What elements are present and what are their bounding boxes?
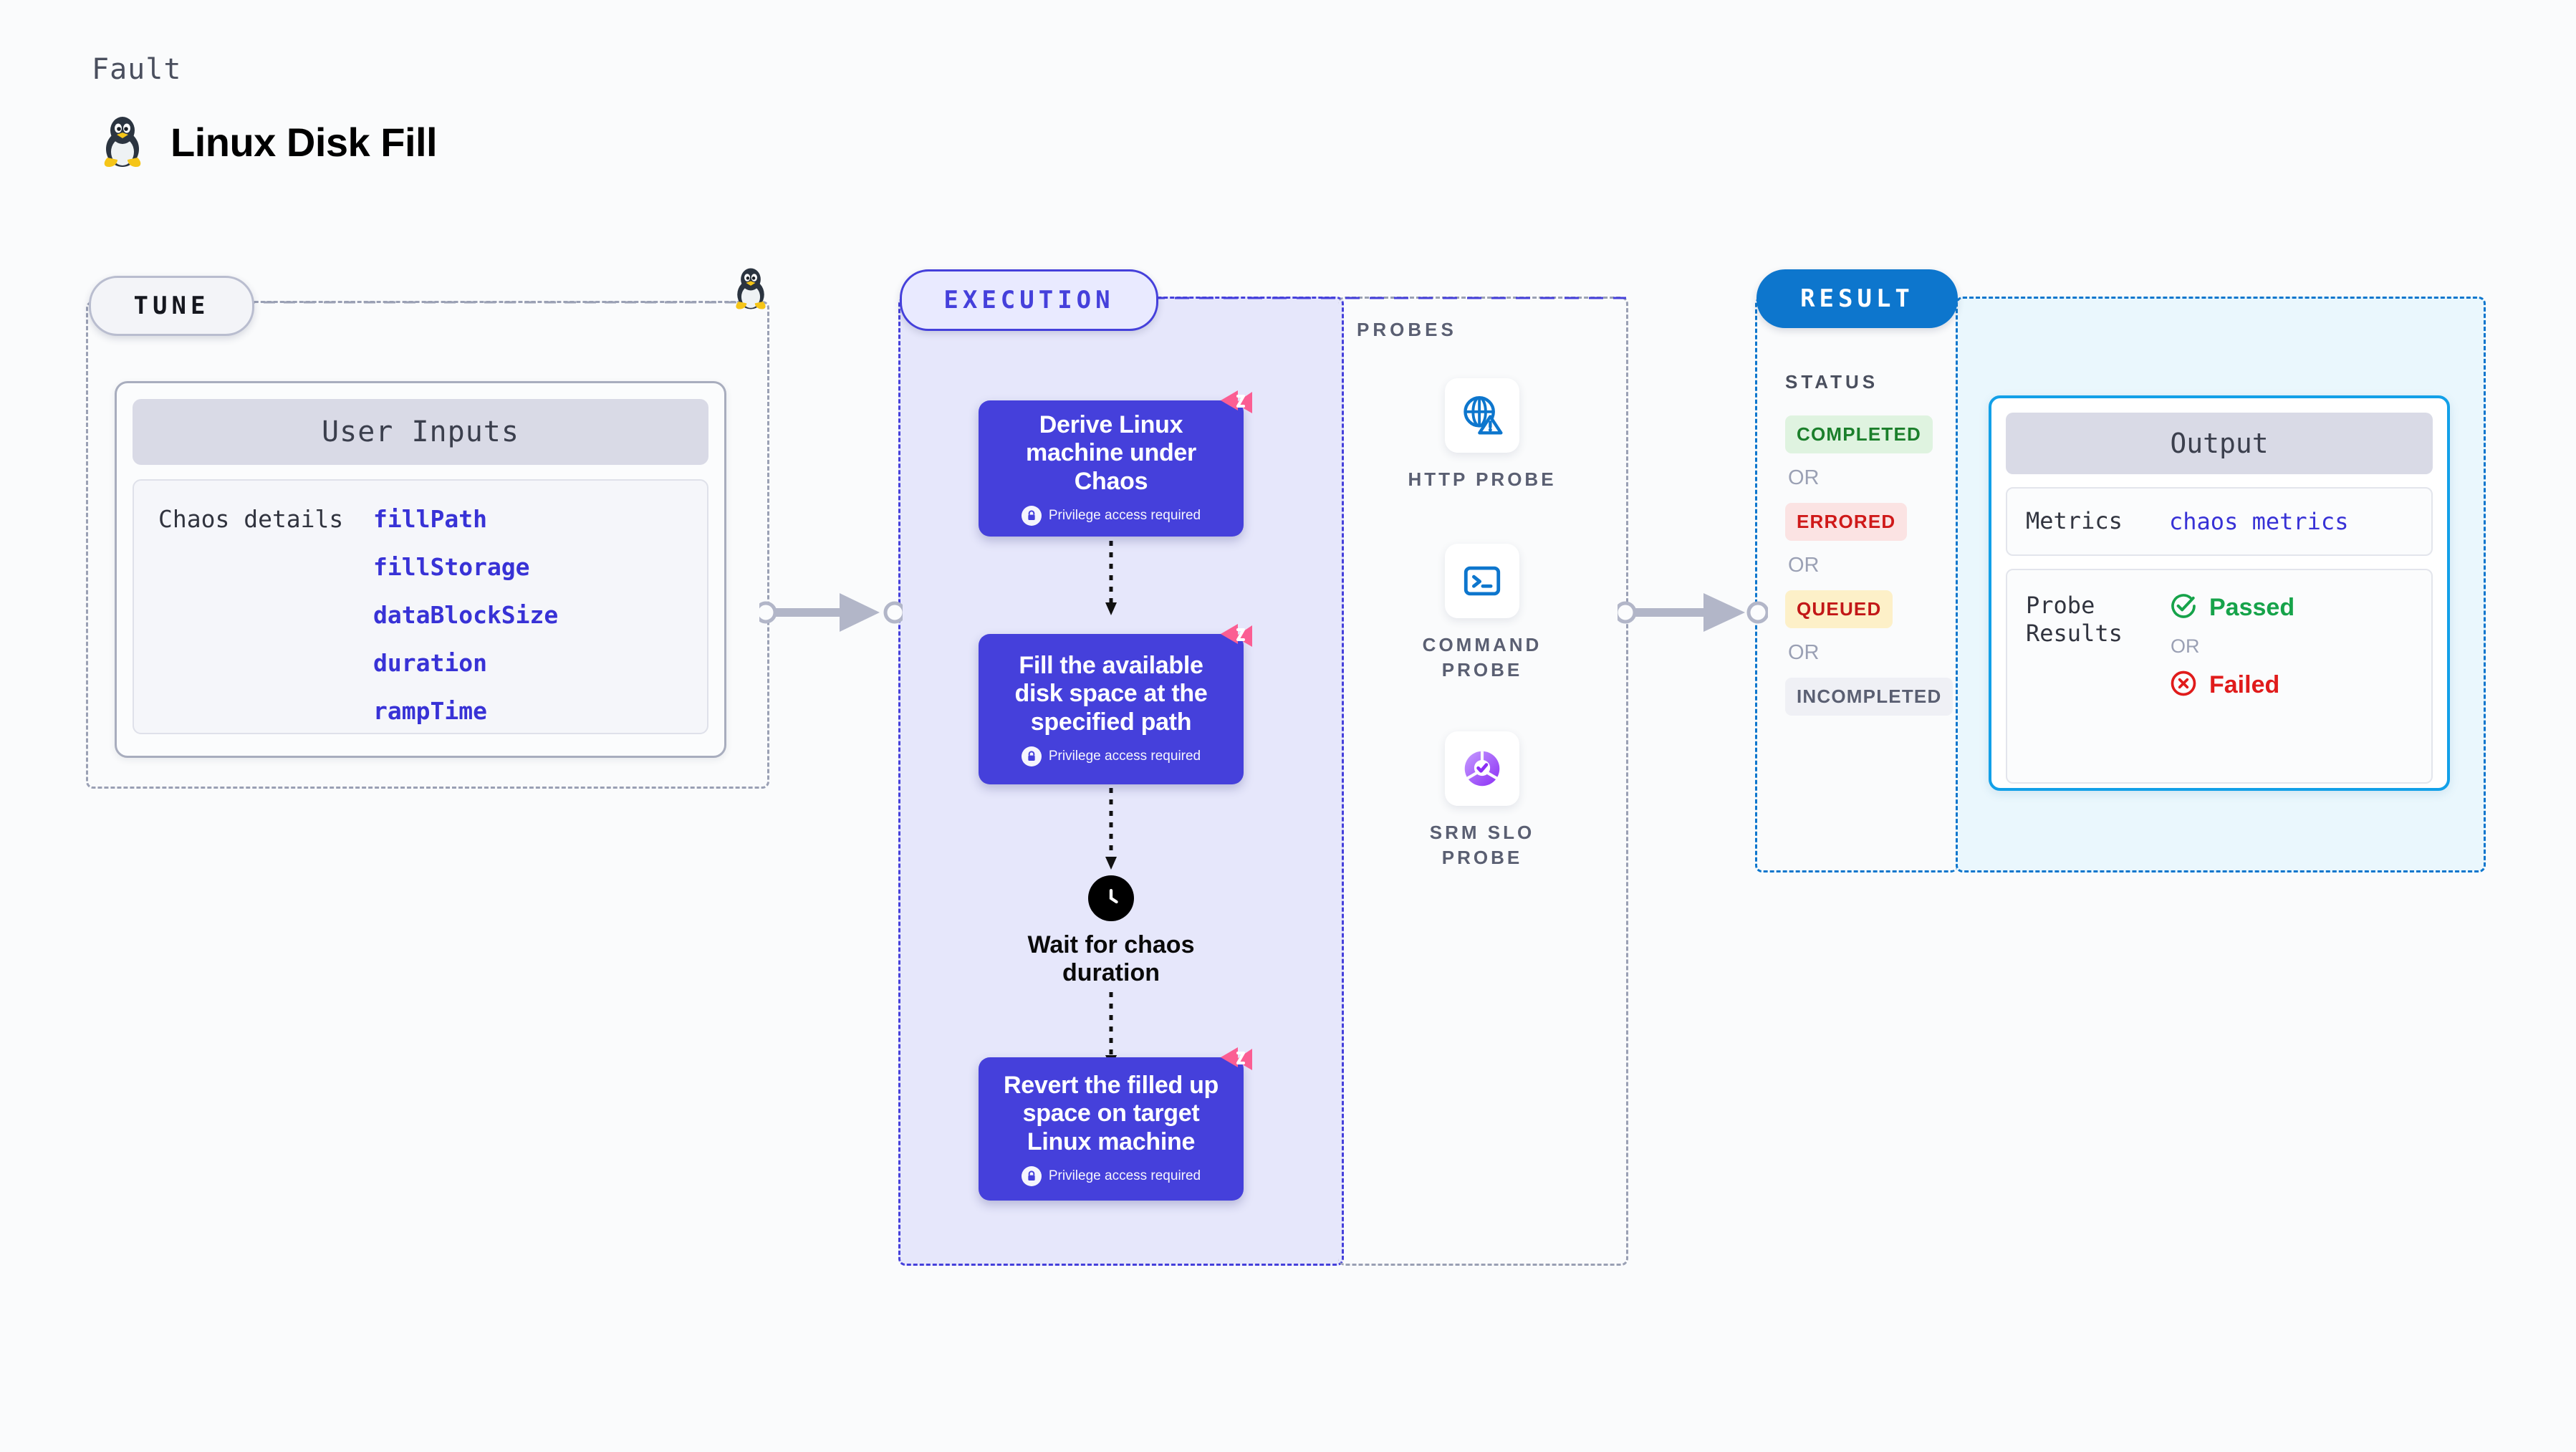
execution-node-title: Fill the available disk space at the spe… — [1014, 651, 1208, 736]
chaos-details-label: Chaos details — [158, 505, 344, 533]
fault-kicker: Fault — [92, 53, 182, 86]
output-row-metrics: Metrics chaos metrics — [2006, 487, 2433, 556]
x-circle-icon — [2169, 669, 2198, 701]
output-card: Output Metrics chaos metrics Probe Resul… — [1989, 395, 2450, 791]
input-fillpath[interactable]: fillPath — [373, 505, 487, 533]
user-inputs-header: User Inputs — [133, 399, 708, 465]
user-inputs-body: Chaos details fillPath fillStorage dataB… — [133, 479, 708, 734]
result-section-badge[interactable]: RESULT — [1756, 269, 1958, 328]
metrics-value-link[interactable]: chaos metrics — [2169, 508, 2349, 535]
metrics-label: Metrics — [2026, 507, 2123, 535]
probe-http-label: HTTP PROBE — [1408, 468, 1557, 490]
probe-result-failed: Failed — [2169, 669, 2294, 701]
input-fillstorage[interactable]: fillStorage — [373, 553, 530, 581]
flow-arrow-2 — [1105, 788, 1117, 870]
status-or-3: OR — [1788, 641, 1820, 664]
execution-node-fill[interactable]: Fill the available disk space at the spe… — [979, 624, 1252, 784]
status-badge-incompleted: INCOMPLETED — [1785, 678, 1953, 716]
execution-section-badge[interactable]: EXECUTION — [900, 269, 1158, 331]
connector-tune-to-execution — [759, 593, 903, 632]
privilege-note-label: Privilege access required — [1048, 1168, 1201, 1184]
output-card-header: Output — [2006, 413, 2433, 474]
probe-result-passed: Passed — [2169, 592, 2294, 624]
execution-top-dashed-line — [1150, 297, 1626, 299]
connector-probes-to-result — [1618, 593, 1768, 632]
check-circle-icon — [2169, 592, 2198, 624]
probe-srm-slo-label: SRM SLO PROBE — [1429, 822, 1535, 869]
input-datablocksize[interactable]: dataBlockSize — [373, 601, 559, 629]
user-inputs-card: User Inputs Chaos details fillPath fillS… — [115, 381, 726, 758]
privilege-note: Privilege access required — [1021, 1166, 1201, 1187]
execution-node-title: Derive Linux machine under Chaos — [1026, 410, 1196, 495]
status-badge-completed: COMPLETED — [1785, 415, 1933, 453]
probe-failed-label: Failed — [2209, 671, 2280, 698]
linux-penguin-icon — [100, 115, 145, 169]
probes-section-label: PROBES — [1357, 319, 1457, 340]
tune-section-badge[interactable]: TUNE — [89, 276, 254, 336]
probe-srm-slo[interactable]: SRM SLO PROBE — [1396, 731, 1568, 870]
chaos-corner-icon — [1216, 618, 1256, 662]
output-row-probe-results: Probe Results Passed OR — [2006, 569, 2433, 784]
execution-node-revert[interactable]: Revert the filled up space on target Lin… — [979, 1047, 1252, 1201]
lock-icon — [1021, 746, 1042, 767]
status-label: STATUS — [1785, 371, 1879, 393]
privilege-note: Privilege access required — [1021, 506, 1201, 527]
clock-icon — [1088, 875, 1134, 921]
execution-node-derive[interactable]: Derive Linux machine under Chaos Privile… — [979, 390, 1252, 537]
status-badge-queued: QUEUED — [1785, 590, 1893, 628]
execution-node-title: Revert the filled up space on target Lin… — [1003, 1071, 1219, 1155]
page-title-row: Linux Disk Fill — [100, 115, 438, 169]
tune-top-dashed-line — [244, 301, 738, 304]
probe-results-values: Passed OR Failed — [2169, 592, 2294, 701]
flow-arrow-1 — [1105, 541, 1117, 615]
input-ramptime[interactable]: rampTime — [373, 697, 487, 725]
probe-http[interactable]: HTTP PROBE — [1396, 378, 1568, 492]
terminal-icon — [1445, 544, 1519, 618]
probe-command[interactable]: COMMAND PROBE — [1396, 544, 1568, 683]
probe-command-label: COMMAND PROBE — [1422, 634, 1542, 681]
input-duration[interactable]: duration — [373, 649, 487, 677]
probes-section-container — [1338, 297, 1628, 1266]
privilege-note: Privilege access required — [1021, 746, 1201, 767]
chaos-details-values: fillPath fillStorage dataBlockSize durat… — [373, 505, 558, 733]
status-badge-errored: ERRORED — [1785, 503, 1908, 541]
lock-icon — [1021, 1166, 1042, 1187]
privilege-note-label: Privilege access required — [1048, 508, 1201, 524]
status-or-1: OR — [1788, 466, 1820, 489]
status-list: COMPLETED OR ERRORED OR QUEUED OR INCOMP… — [1785, 415, 1953, 716]
page-title: Linux Disk Fill — [170, 119, 438, 165]
chaos-corner-icon — [1216, 1042, 1256, 1085]
probe-result-or: OR — [2171, 635, 2200, 657]
status-or-2: OR — [1788, 554, 1820, 577]
probe-passed-label: Passed — [2209, 594, 2295, 621]
probe-results-label: Probe Results — [2026, 592, 2123, 648]
wait-node-title: Wait for chaos duration — [1027, 931, 1195, 987]
linux-penguin-icon-small — [732, 266, 769, 314]
lock-icon — [1021, 506, 1042, 527]
srm-slo-icon — [1445, 731, 1519, 806]
execution-node-wait: Wait for chaos duration — [979, 875, 1244, 988]
globe-warning-icon — [1445, 378, 1519, 453]
privilege-note-label: Privilege access required — [1048, 749, 1201, 764]
chaos-corner-icon — [1216, 385, 1256, 428]
